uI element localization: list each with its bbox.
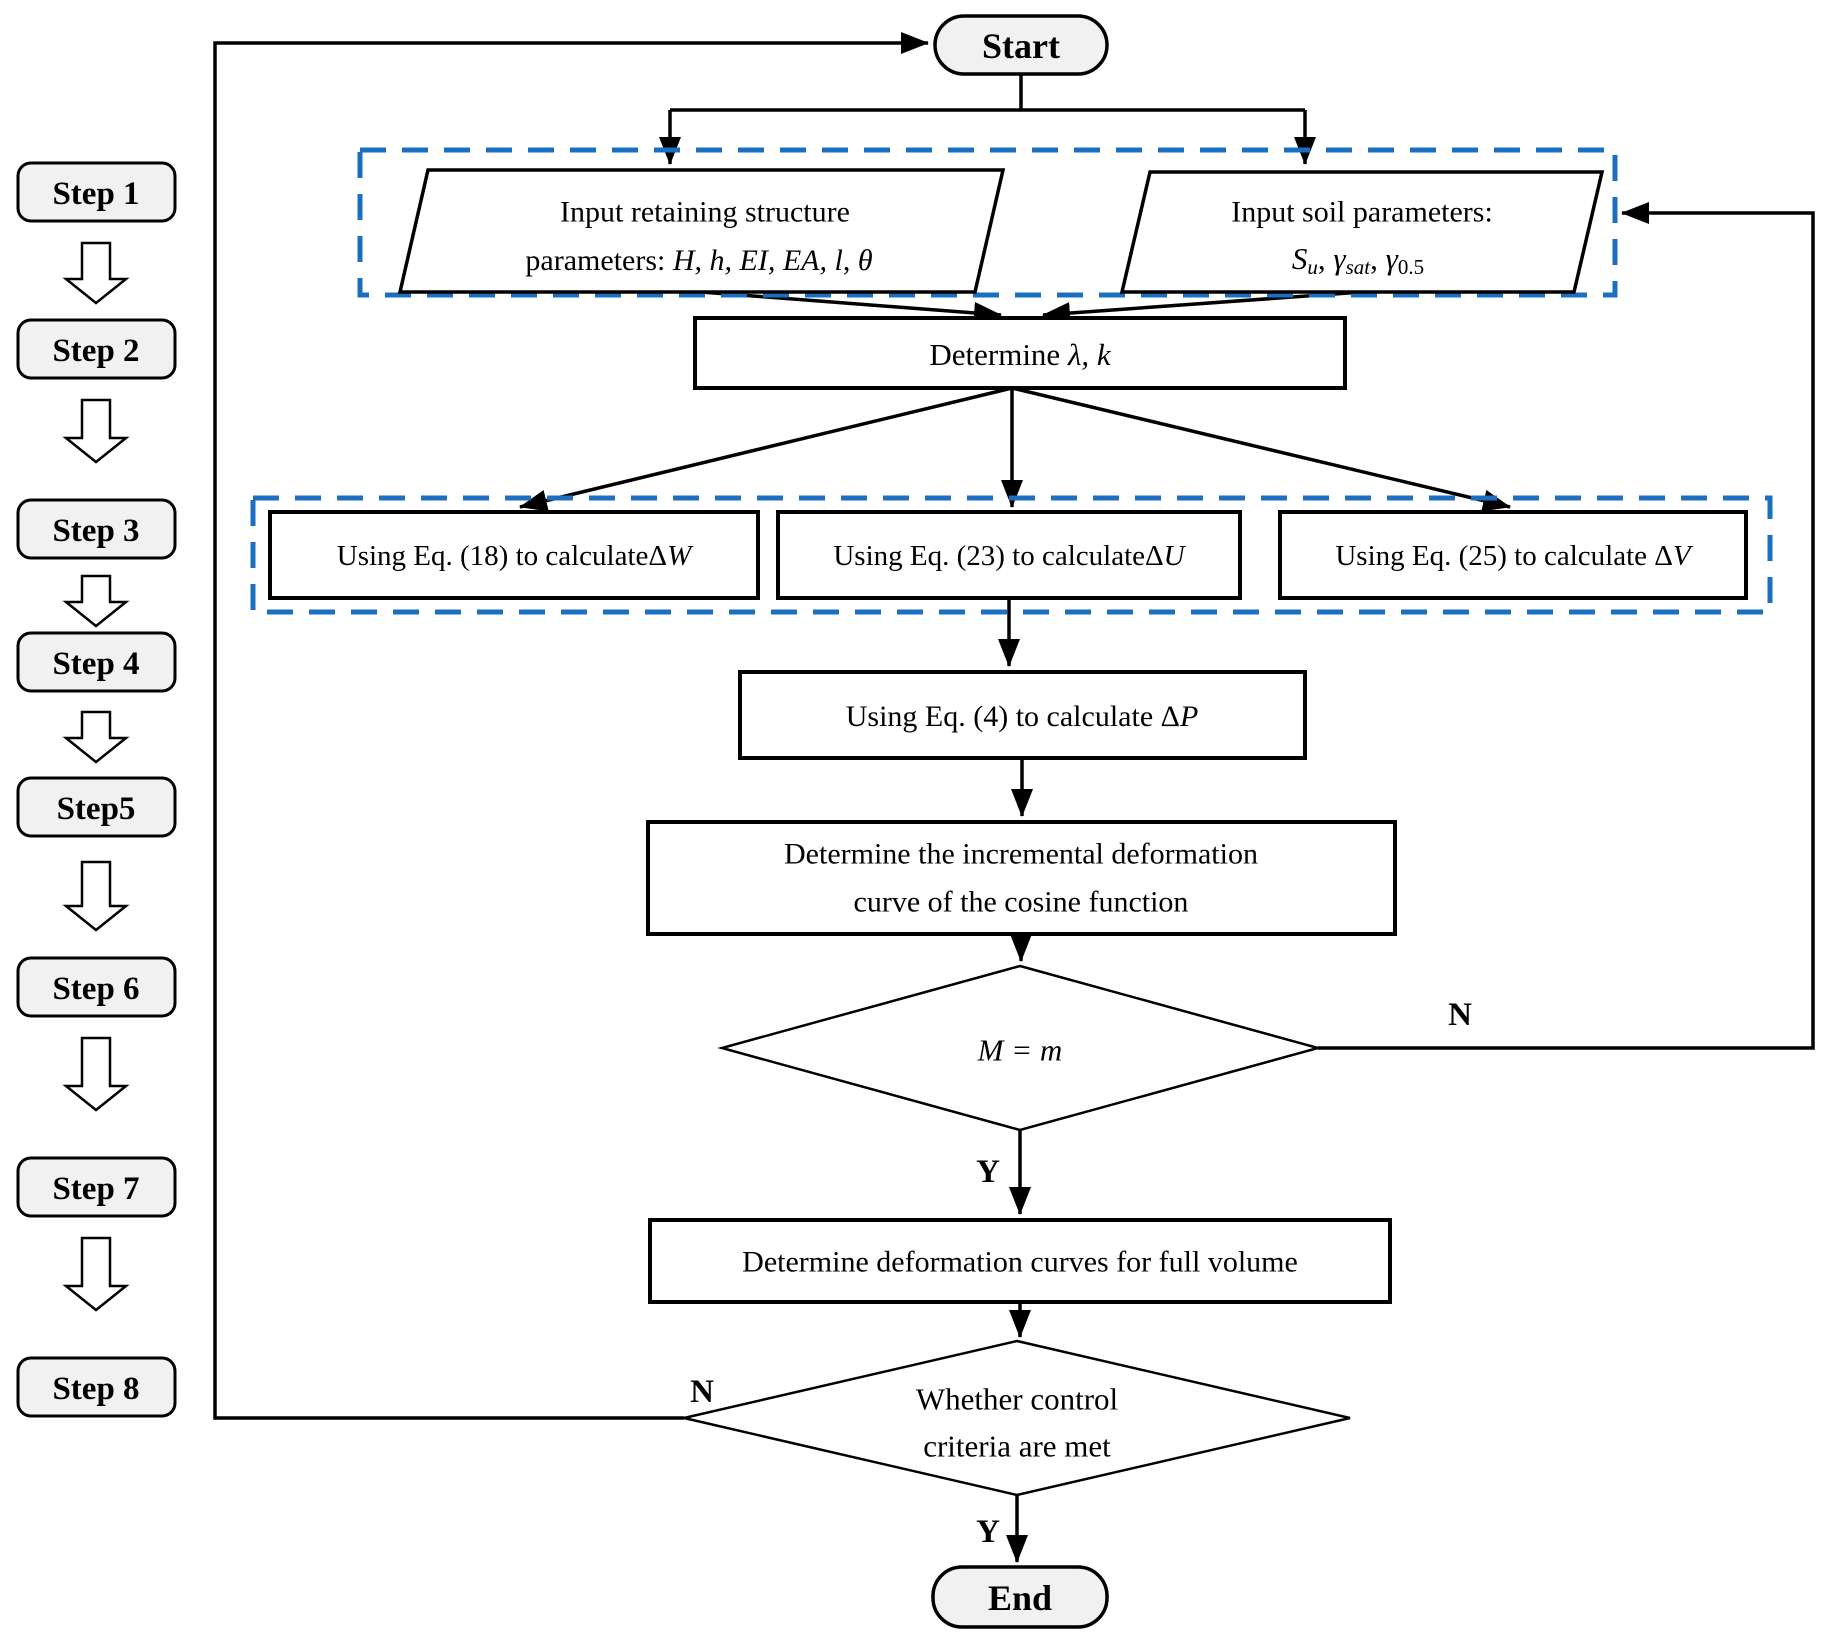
calc-v-node: [1278, 510, 1748, 600]
input-soil-line1: Input soil parameters:: [1231, 196, 1493, 229]
step-5-node: [16, 776, 177, 838]
full-volume-node: [648, 1218, 1392, 1304]
calc-u-node: [776, 510, 1242, 600]
incremental-line2: curve of the cosine function: [854, 886, 1189, 919]
decision-control-node: [683, 1339, 1351, 1497]
step-arrow-6-icon: [62, 1036, 130, 1112]
input-structure-theta: θ: [858, 244, 873, 277]
end-node: [931, 1565, 1109, 1629]
step-sidebar: Step 1 Step 2 Step 3 Step 4 Step5 Step 6…: [16, 161, 177, 1418]
step-arrow-4-icon: [62, 710, 130, 764]
step-arrow-1-icon: [62, 241, 130, 305]
determine-lk-vars: λ, k: [1067, 337, 1112, 372]
step-arrow-2-icon: [62, 398, 130, 464]
calc-p-delta: Δ: [1161, 700, 1180, 733]
soil-sep2: ,: [1370, 241, 1386, 276]
connector-determine-to-v: [1011, 386, 1511, 512]
step-arrow-5-icon: [62, 860, 130, 932]
dashed-group-calculations: [250, 495, 1773, 615]
input-structure-vars: H, h, EI, EA, l: [672, 244, 843, 277]
step-3-node: [16, 498, 177, 560]
connector-decision-m-no-loop: [1318, 202, 1815, 1050]
step-arrow-7-icon: [62, 1236, 130, 1312]
calc-v-delta: Δ: [1654, 540, 1673, 572]
calc-w-prefix: Using Eq. (18) to calculate: [337, 540, 649, 572]
soil-su-sub: u: [1307, 255, 1318, 279]
decision-m-label: M = m: [977, 1033, 1063, 1068]
determine-lk-node: [693, 316, 1347, 390]
calc-p-prefix: Using Eq. (4) to calculate: [846, 700, 1161, 733]
connector-soil-to-determine: [1042, 290, 1363, 325]
start-node: [933, 14, 1109, 76]
step-6-node: [16, 956, 177, 1018]
input-structure-line2: parameters: H, h, EI, EA, l, θ: [525, 244, 872, 277]
connectors: [213, 32, 1815, 1563]
calc-w-node: [268, 510, 760, 600]
calc-p-node: [738, 670, 1307, 760]
calc-v-var: V: [1673, 540, 1694, 572]
step-3-label: Step 3: [52, 513, 139, 549]
calc-u-delta: Δ: [1145, 540, 1164, 572]
calc-v-label: Using Eq. (25) to calculate ΔV: [1335, 540, 1694, 572]
soil-gamma-05-sub: 0.5: [1398, 255, 1424, 279]
input-soil-node: [1119, 170, 1605, 294]
soil-su: S: [1292, 241, 1308, 276]
step-7-label: Step 7: [52, 1171, 139, 1207]
incremental-node: [646, 820, 1397, 936]
soil-sep1: ,: [1318, 241, 1334, 276]
step-1-label: Step 1: [52, 176, 139, 212]
step-8-node: [16, 1356, 177, 1418]
input-soil-line2: Su, γsat, γ0.5: [1292, 241, 1424, 280]
step-4-node: [16, 631, 177, 693]
decision-m-yes-label: Y: [976, 1154, 1000, 1190]
connector-determine-to-w: [519, 386, 1013, 512]
step-7-node: [16, 1156, 177, 1218]
calc-p-var: P: [1179, 700, 1198, 733]
end-label: End: [988, 1578, 1052, 1618]
calc-w-label: Using Eq. (18) to calculateΔW: [337, 540, 694, 572]
input-structure-sep: ,: [843, 244, 858, 277]
step-2-label: Step 2: [52, 333, 139, 369]
step-6-label: Step 6: [52, 971, 139, 1007]
start-label: Start: [982, 26, 1060, 66]
dashed-group-inputs: [357, 147, 1618, 298]
decision-m-node: [717, 964, 1323, 1132]
calc-u-label: Using Eq. (23) to calculateΔU: [833, 540, 1186, 572]
calc-u-prefix: Using Eq. (23) to calculate: [833, 540, 1145, 572]
step-1-node: [16, 161, 177, 223]
input-structure-prefix: parameters:: [525, 244, 672, 277]
calc-w-delta: Δ: [648, 540, 667, 572]
step-2-node: [16, 318, 177, 380]
determine-lk-label: Determine λ, k: [929, 337, 1112, 372]
calc-v-prefix: Using Eq. (25) to calculate: [1335, 540, 1654, 572]
step-arrow-3-icon: [62, 574, 130, 628]
incremental-line1: Determine the incremental deformation: [784, 838, 1258, 871]
full-volume-label: Determine deformation curves for full vo…: [742, 1246, 1298, 1279]
step-5-label: Step5: [57, 791, 136, 827]
decision-control-line2: criteria are met: [923, 1429, 1111, 1464]
step-4-label: Step 4: [52, 646, 139, 682]
connector-loop-control-no-to-start: [213, 32, 929, 1420]
calc-p-label: Using Eq. (4) to calculate ΔP: [846, 700, 1199, 733]
calc-w-var: W: [667, 540, 694, 572]
input-structure-line1: Input retaining structure: [560, 196, 850, 229]
decision-control-yes-label: Y: [976, 1514, 1000, 1550]
soil-gamma-05: γ: [1386, 241, 1399, 276]
decision-m-no-label: N: [1448, 997, 1472, 1033]
input-structure-node: [397, 168, 1006, 294]
soil-gamma-sat: γ: [1333, 241, 1346, 276]
determine-lk-prefix: Determine: [929, 337, 1068, 372]
decision-control-no-label: N: [690, 1374, 714, 1410]
step-8-label: Step 8: [52, 1371, 139, 1407]
soil-gamma-sat-sub: sat: [1346, 255, 1372, 279]
calc-u-var: U: [1164, 540, 1187, 572]
decision-control-line1: Whether control: [916, 1382, 1118, 1417]
connector-structure-to-determine: [700, 290, 1002, 324]
